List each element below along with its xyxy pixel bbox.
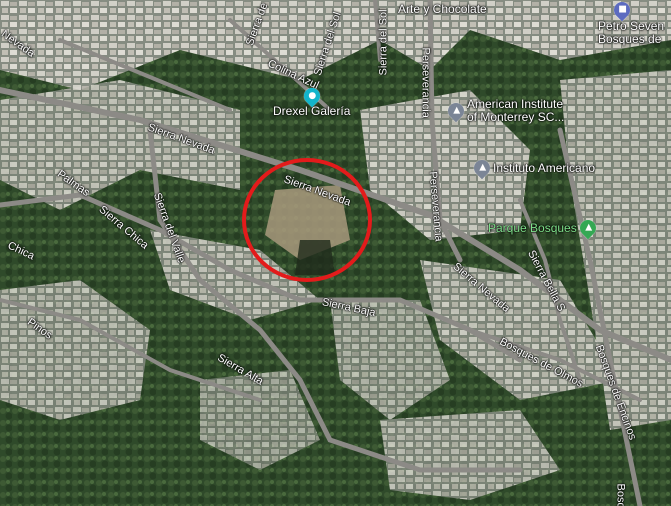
place-petro-seven[interactable]: ■ Petro Seven Bosques de [598, 0, 665, 46]
american-institute-name-line1: American Institute [467, 97, 564, 111]
highlight-circle [242, 158, 372, 282]
place-instituto-americano[interactable]: ▲ Instituto Americano [470, 156, 595, 180]
school-icon: ▲ [470, 156, 494, 180]
place-parque-bosques[interactable]: Parque Bosques ▲ [488, 216, 600, 240]
place-american-institute[interactable]: ▲ American Institute of Monterrey SC... [444, 97, 565, 124]
road-label-perseverancia-top: Perseverancia [419, 47, 432, 118]
tree-icon: ▲ [576, 216, 600, 240]
petro-seven-name-line1: Petro Seven [598, 19, 665, 33]
place-drexel-galeria[interactable]: ● Drexel Galería [273, 84, 350, 118]
road-label-bosques-bottom: Bosques [614, 483, 627, 506]
american-institute-name-line2: of Monterrey SC... [467, 109, 565, 124]
school-icon: ▲ [444, 99, 468, 122]
road-label-arte-y-chocolate: Arte y Chocolate [398, 2, 487, 16]
road-label-sierra-del-sol-vertical: Sierra del Sol [377, 9, 390, 76]
petro-seven-name-line2: Bosques de [598, 31, 662, 46]
